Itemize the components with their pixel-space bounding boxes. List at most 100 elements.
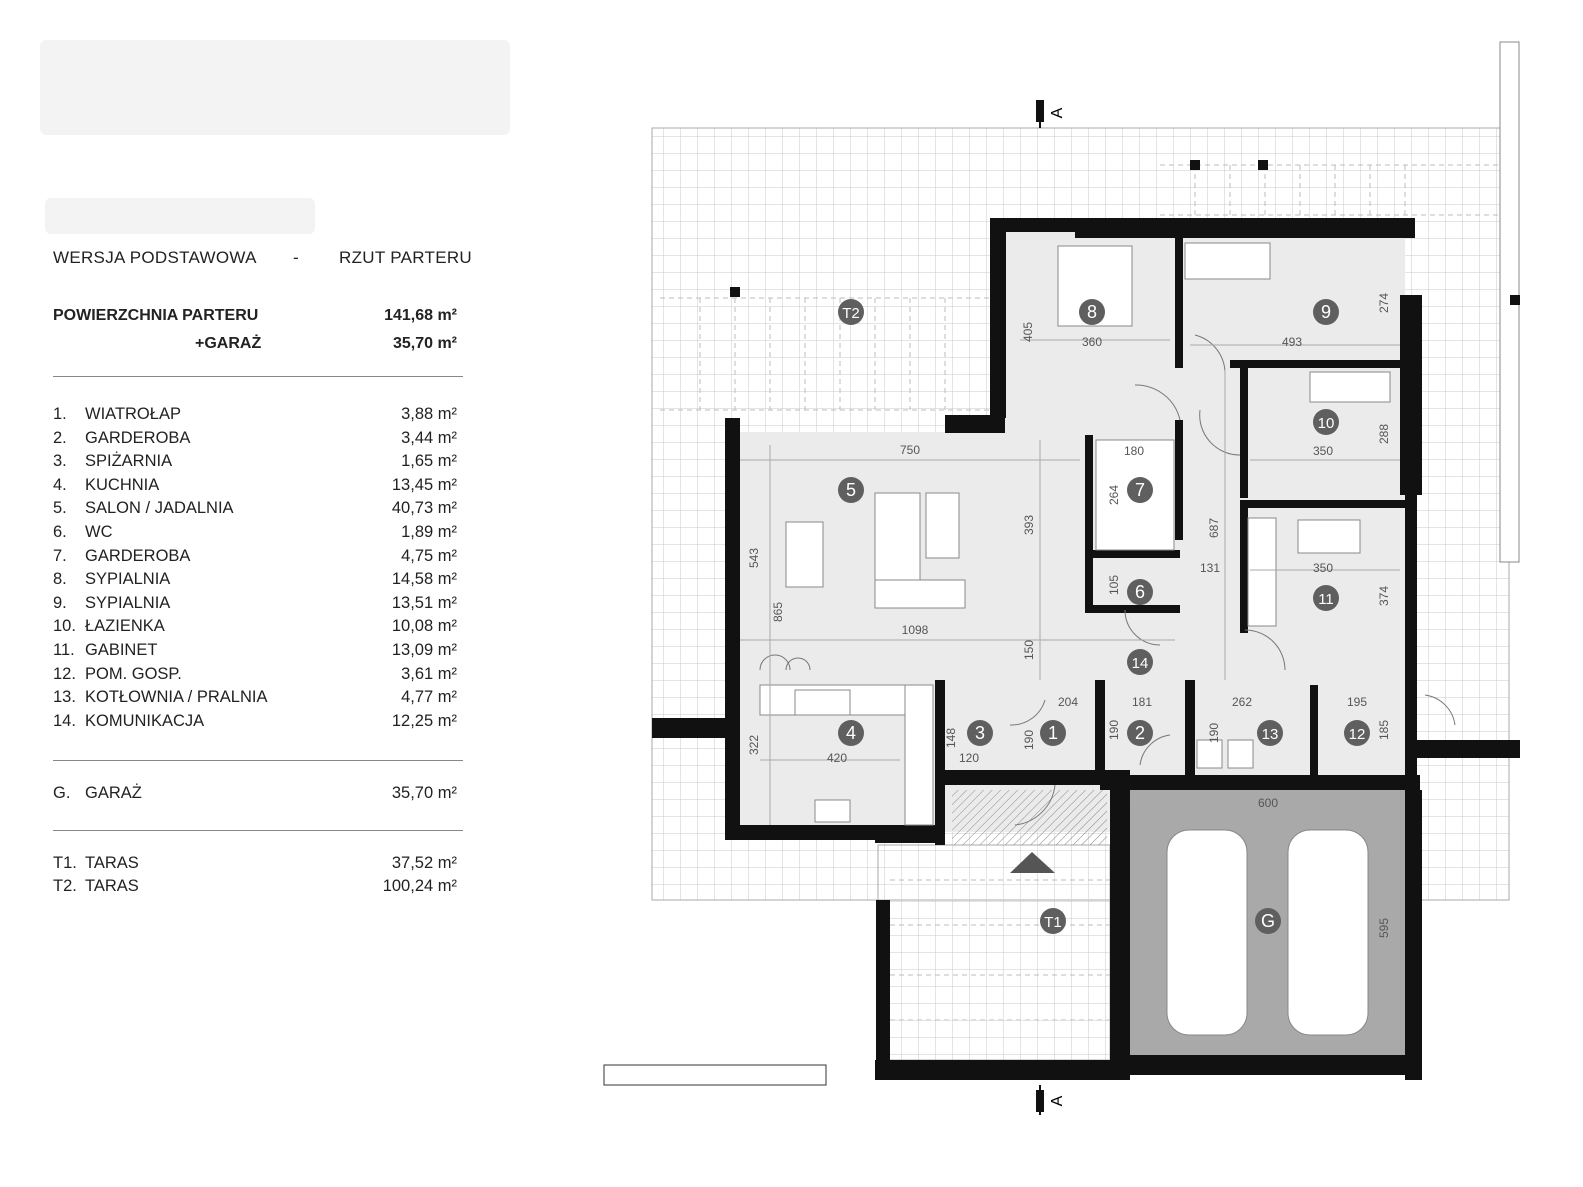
room-row: 4. KUCHNIA 13,45 m² [53,476,457,498]
svg-text:7: 7 [1135,480,1145,500]
room-area: 4,77 m² [401,688,457,707]
dimension-label: 150 [1022,640,1036,660]
svg-text:A: A [1049,1095,1066,1106]
svg-text:A: A [1049,107,1066,118]
terrace-num: T2. [53,877,77,895]
dimension-label: 190 [1022,730,1036,750]
dimension-label: 493 [1282,335,1302,349]
dimension-label: 350 [1313,561,1333,575]
ground-floor-label: POWIERZCHNIA PARTERU [53,307,259,324]
svg-text:13: 13 [1262,726,1279,743]
room-num: 1. [53,405,67,423]
room-name: ŁAZIENKA [85,617,165,636]
dimension-label: 405 [1021,322,1035,342]
svg-text:T1: T1 [1044,914,1062,931]
svg-text:6: 6 [1135,582,1145,602]
dimension-label: 195 [1347,695,1367,709]
room-area: 40,73 m² [391,499,457,518]
dimension-label: 543 [747,548,761,568]
terrace-name: TARAS [85,877,139,895]
svg-text:9: 9 [1321,302,1331,322]
room-area: 13,51 m² [391,593,457,612]
svg-text:8: 8 [1087,302,1097,322]
room-num: 10. [53,617,76,636]
room-name: SYPIALNIA [85,570,171,589]
room-area: 12,25 m² [391,711,457,730]
view-label: RZUT PARTERU [339,248,473,267]
blurred-title-area [45,198,315,234]
room-tag: 7 [1127,477,1153,503]
blurred-logo-area [40,40,510,135]
dimension-label: 190 [1207,723,1221,743]
dimension-label: 105 [1107,575,1121,595]
svg-text:T2: T2 [842,305,860,322]
door-swings [759,334,1456,826]
room-area: 4,75 m² [401,546,457,565]
divider [53,376,463,377]
room-num: 9. [53,593,67,612]
room-name: KUCHNIA [85,475,160,494]
column [730,287,740,297]
room-area: 13,45 m² [391,475,457,494]
room-tag: G [1255,908,1281,934]
room-num: 13. [53,688,76,707]
room-num: 4. [53,475,67,494]
room-area: 3,44 m² [401,428,457,447]
room-name: GARDEROBA [85,546,191,565]
garage-plus-label: +GARAŻ [195,335,262,352]
room-area: 1,89 m² [401,523,457,541]
divider [53,830,463,831]
dimension-lines [740,339,1400,825]
column [1258,160,1268,170]
dimension-label: 190 [1107,720,1121,740]
terrace-area: 100,24 m² [382,877,457,895]
room-tag: 13 [1257,720,1283,746]
dimension-label: 148 [944,728,958,748]
room-name: KOMUNIKACJA [85,711,205,730]
dimension-label: 262 [1232,695,1252,709]
room-tag: 10 [1313,409,1339,435]
room-area: 3,61 m² [401,664,457,683]
room-tag: 3 [967,720,993,746]
dimension-label: 264 [1107,485,1121,505]
svg-text:3: 3 [975,723,985,743]
garage-plus-value: 35,70 m² [392,335,457,352]
svg-text:12: 12 [1349,726,1366,743]
room-tag: 14 [1127,649,1153,675]
garage-num: G. [53,784,71,802]
room-name: SYPIALNIA [85,593,171,612]
terrace-t1-area [877,844,1111,1061]
ground-floor-value: 141,68 m² [384,307,457,324]
dimension-label: 288 [1377,424,1391,444]
room-row: 9. SYPIALNIA 13,51 m² [53,594,457,616]
dimension-label: 350 [1313,444,1333,458]
room-tag: T1 [1040,908,1066,934]
svg-text:5: 5 [846,480,856,500]
entrance-hatch [952,790,1107,845]
room-tag: 8 [1079,299,1105,325]
legend-panel: WERSJA PODSTAWOWA - RZUT PARTERU POWIERZ… [0,0,520,1187]
room-name: GARDEROBA [85,428,191,447]
dimension-label: 595 [1377,918,1391,938]
dimension-label: 865 [771,602,785,622]
room-name: WIATROŁAP [85,405,181,423]
svg-text:4: 4 [846,723,856,743]
header-separator: - [293,248,299,267]
divider [53,760,463,761]
dimension-label: 393 [1022,515,1036,535]
room-name: SPIŻARNIA [85,452,173,471]
ground-floor-area-row: POWIERZCHNIA PARTERU 141,68 m² [53,307,457,329]
room-num: 12. [53,664,76,683]
room-area: 13,09 m² [391,641,457,659]
svg-text:1: 1 [1048,723,1058,743]
terrace-row: T1. TARAS 37,52 m² [53,854,457,876]
